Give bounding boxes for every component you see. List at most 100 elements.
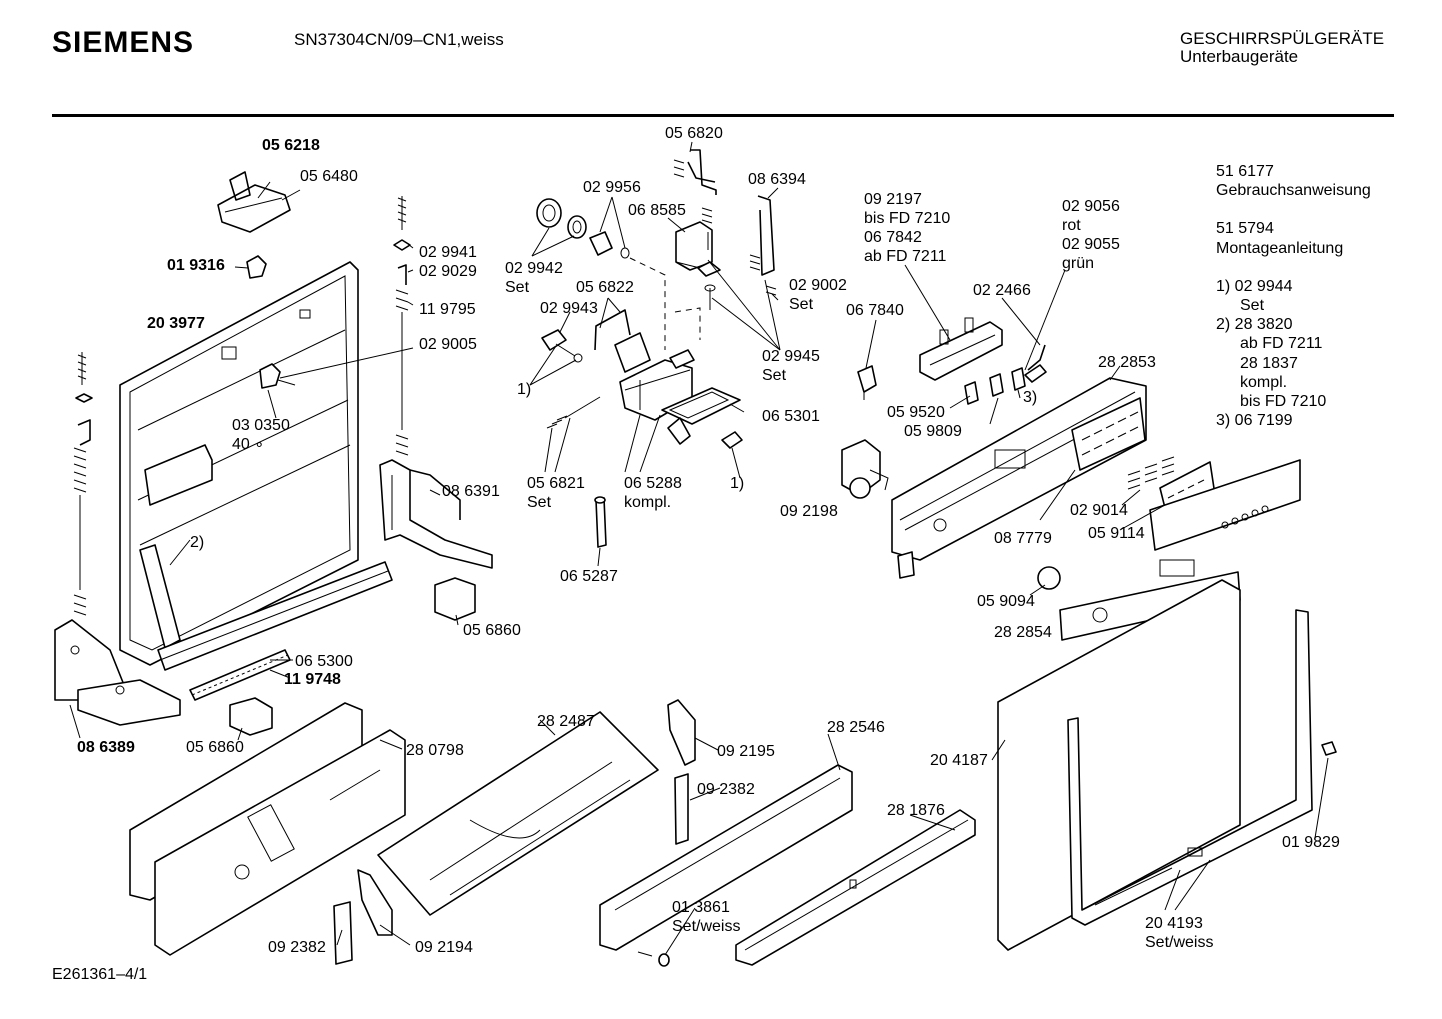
part-label-line: 02 9943: [540, 300, 598, 317]
door-lock-056218: [217, 171, 291, 233]
part-label-line: 08 6391: [442, 483, 500, 500]
part-label-line: 05 6860: [186, 739, 244, 756]
part-label-line: 05 9094: [977, 593, 1035, 610]
part-label-056860a: 05 6860: [463, 622, 521, 639]
part-label-line: kompl.: [624, 494, 671, 511]
part-label-line: 06 5287: [560, 568, 618, 585]
part-label-092195: 09 2195: [717, 743, 775, 760]
part-label-line: 40 ∘: [232, 436, 264, 453]
note-line: Montageanleitung: [1216, 239, 1344, 257]
part-label-056822: 05 6822: [576, 279, 634, 296]
part-label-line: 02 9941: [419, 244, 477, 261]
note-line: ab FD 7211: [1240, 335, 1323, 353]
key-056822: [594, 309, 651, 373]
bolt-029943: [541, 329, 583, 363]
part-label-065287: 06 5287: [560, 568, 618, 585]
part-label-line: 2): [190, 534, 204, 551]
clip-019316: [246, 255, 267, 279]
note-line: 51 6177: [1216, 163, 1274, 180]
part-label-056480: 05 6480: [300, 168, 358, 185]
note-line: 1) 02 9944: [1216, 277, 1293, 295]
part-label-086394: 08 6394: [748, 171, 806, 188]
kick-panel-280798: [129, 702, 406, 956]
part-label-line: 02 9014: [1070, 502, 1128, 519]
part-label-059520: 05 9520: [887, 404, 945, 421]
part-label-067840: 06 7840: [846, 302, 904, 319]
part-label-line: 20 4193: [1145, 915, 1203, 932]
part-label-029005: 02 9005: [419, 336, 477, 353]
plinth-282487: [377, 711, 659, 916]
part-label-line: 02 9056: [1062, 198, 1120, 215]
part-label-line: 20 3977: [147, 315, 205, 332]
note-line: 28 1837: [1240, 354, 1298, 372]
part-label-282853: 28 2853: [1098, 354, 1156, 371]
lamps-059520: [964, 367, 1026, 405]
part-label-203977: 20 3977: [147, 315, 205, 332]
category-title: GESCHIRRSPÜLGERÄTE: [1180, 29, 1385, 48]
part-label-068585: 06 8585: [628, 202, 686, 219]
part-label-line: 08 6389: [77, 739, 135, 756]
part-label-line: Set: [505, 279, 530, 296]
programmer-092197: [919, 317, 1003, 381]
weight-056860: [229, 577, 476, 736]
spring-056820: [673, 149, 717, 195]
category-subtitle: Unterbaugeräte: [1180, 47, 1299, 66]
part-label-line: grün: [1062, 255, 1094, 272]
part-label-line: 05 6480: [300, 168, 358, 185]
part-label-line: 05 6860: [463, 622, 521, 639]
part-label-092194: 09 2194: [415, 939, 473, 956]
part-label-line: 02 9945: [762, 348, 820, 365]
part-label-line: ab FD 7211: [864, 248, 947, 265]
hinge-bracket-086391: [379, 459, 493, 569]
part-label-line: Set/weiss: [1145, 934, 1213, 951]
part-label-029956: 02 9956: [583, 179, 641, 196]
part-label-059809: 05 9809: [904, 423, 962, 440]
spring-stack-center: [701, 207, 716, 310]
knob-029956: [536, 198, 630, 259]
part-label-065288: 06 5288 kompl.: [624, 475, 682, 511]
part-label-line: 01 3861: [672, 899, 730, 916]
part-label-line: 08 6394: [748, 171, 806, 188]
part-label-029943: 02 9943: [540, 300, 598, 317]
header-divider: [52, 114, 1394, 117]
part-label-line: 09 2382: [268, 939, 326, 956]
part-label-line: 06 8585: [628, 202, 686, 219]
part-label-line: 06 5301: [762, 408, 820, 425]
part-label-line: 1): [517, 381, 531, 398]
note-line: 2) 28 3820: [1216, 316, 1293, 334]
brand-logo: SIEMENS: [52, 26, 195, 59]
part-label-line: 1): [730, 475, 744, 492]
part-label-281876: 28 1876: [887, 802, 945, 819]
part-label-line: 05 9520: [887, 404, 945, 421]
pin-065287: [594, 496, 607, 548]
part-label-line: 05 9809: [904, 423, 962, 440]
bracket-092194: [357, 869, 393, 936]
knob-059094: [1037, 566, 1061, 590]
part-label-019316: 01 9316: [167, 257, 225, 274]
switch-030350: [259, 363, 296, 389]
bracket-068585: [675, 221, 721, 277]
part-label-line: 06 5300: [295, 653, 353, 670]
part-label-065301: 06 5301: [762, 408, 820, 425]
door-strip-065300: [157, 561, 393, 671]
part-label-line: 01 9316: [167, 257, 225, 274]
part-label-029014: 02 9014: [1070, 502, 1128, 519]
part-label-line: 02 9002: [789, 277, 847, 294]
part-label-line: 28 2546: [827, 719, 885, 736]
note-line: Set: [1240, 297, 1265, 315]
part-label-line: 20 4187: [930, 752, 988, 769]
part-label-line: 03 0350: [232, 417, 290, 434]
control-panel-282853: [891, 377, 1147, 579]
rail-281876: [735, 809, 976, 966]
part-label-line: 02 2466: [973, 282, 1031, 299]
part-label-280798: 28 0798: [406, 742, 464, 759]
fascia-panel: [1149, 459, 1301, 551]
part-label-fn2a: 2): [190, 534, 204, 551]
screws-013861: [637, 951, 670, 967]
part-label-087779: 08 7779: [994, 530, 1052, 547]
part-label-line: 06 5288: [624, 475, 682, 492]
